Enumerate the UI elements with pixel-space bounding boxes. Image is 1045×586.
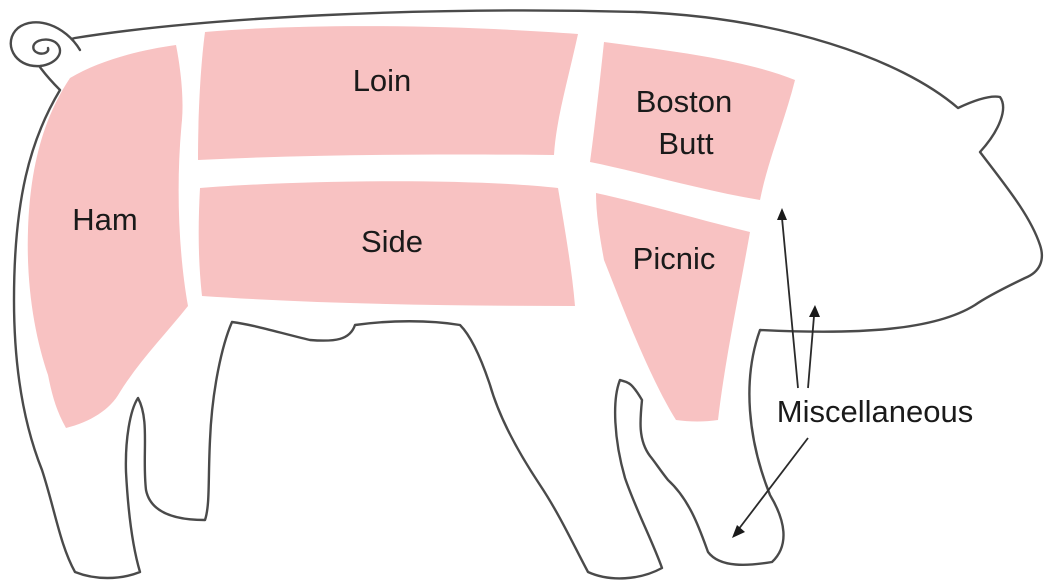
label-boston: Boston <box>636 84 733 119</box>
label-side: Side <box>361 224 423 259</box>
label-ham: Ham <box>72 202 137 237</box>
label-picnic: Picnic <box>633 241 716 276</box>
label-miscellaneous: Miscellaneous <box>777 394 973 429</box>
label-loin: Loin <box>353 63 412 98</box>
label-butt: Butt <box>658 126 714 161</box>
